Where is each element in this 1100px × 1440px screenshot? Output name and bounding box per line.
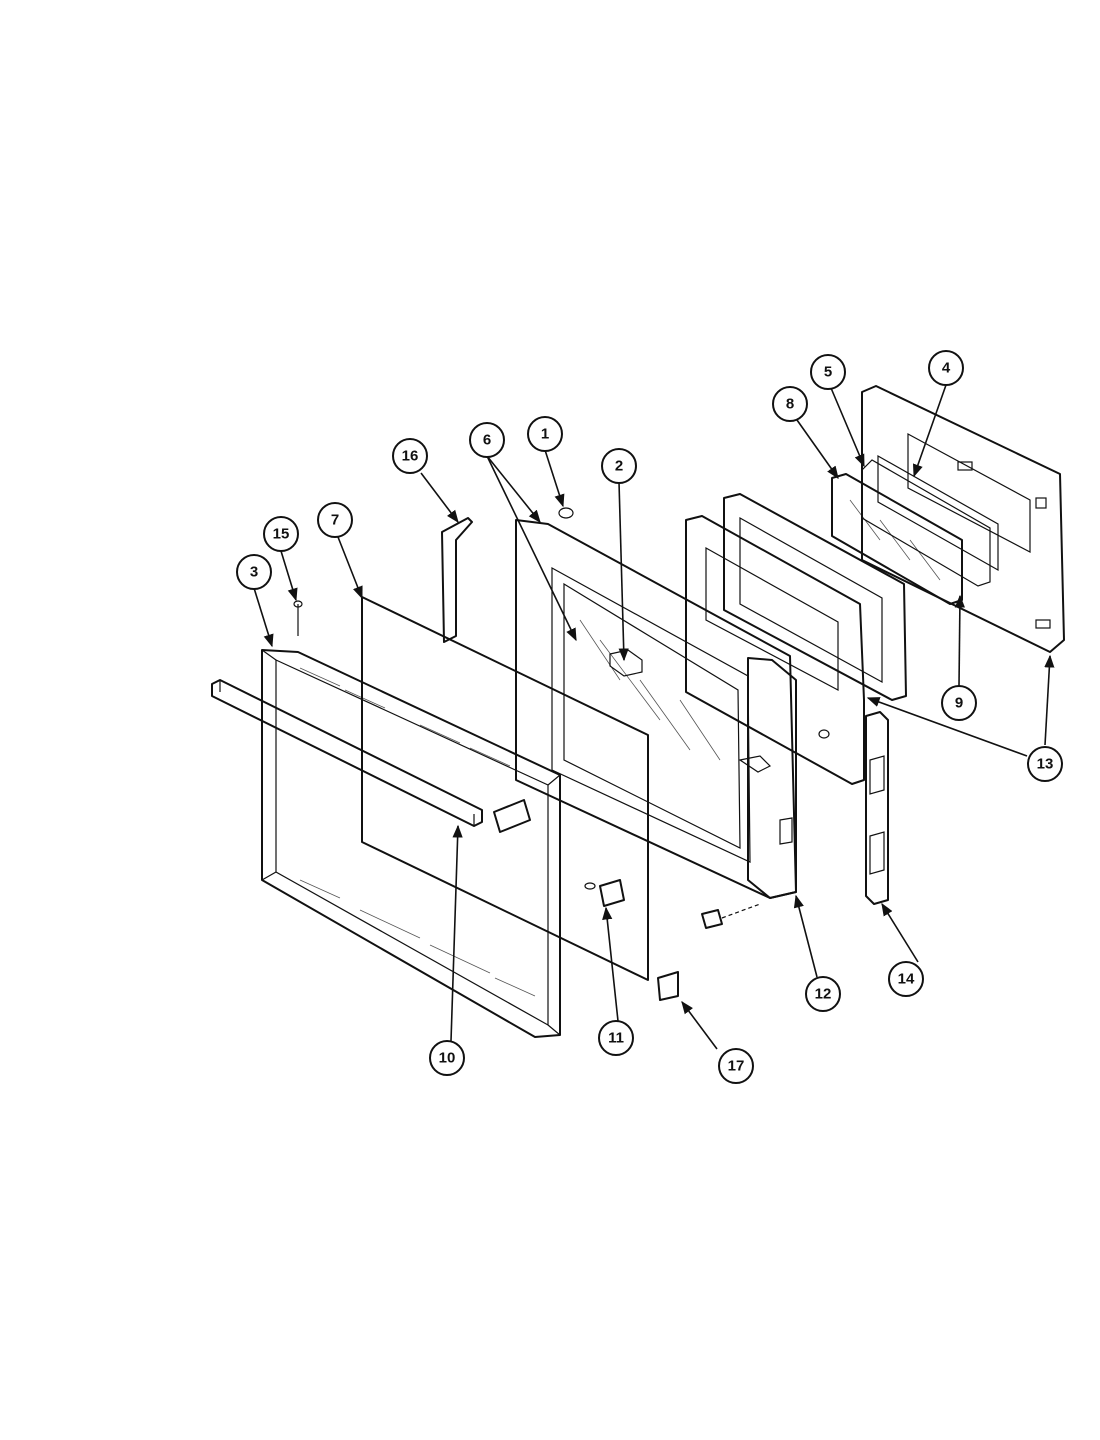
svg-text:8: 8 bbox=[786, 396, 794, 413]
callout-14: 14 bbox=[888, 961, 924, 997]
svg-text:17: 17 bbox=[728, 1058, 745, 1075]
door-handle-bar bbox=[211, 679, 483, 827]
top-screw bbox=[293, 600, 303, 636]
callout-9: 9 bbox=[941, 685, 977, 721]
callout-8: 8 bbox=[772, 386, 808, 422]
hinge-bracket bbox=[865, 711, 889, 905]
callout-5: 5 bbox=[810, 354, 846, 390]
svg-text:11: 11 bbox=[608, 1030, 624, 1047]
svg-text:14: 14 bbox=[898, 971, 915, 988]
callout-12: 12 bbox=[805, 976, 841, 1012]
svg-text:3: 3 bbox=[250, 564, 258, 581]
door-baffle bbox=[723, 493, 907, 701]
leader-lines bbox=[253, 384, 1055, 1050]
callout-11: 11 bbox=[598, 1020, 634, 1056]
svg-text:13: 13 bbox=[1037, 756, 1054, 773]
insulation-sheet bbox=[361, 596, 649, 981]
svg-text:1: 1 bbox=[541, 426, 549, 443]
screw bbox=[818, 729, 830, 739]
door-back-panel bbox=[861, 385, 1065, 653]
latch-plate bbox=[493, 799, 625, 907]
side-trim-strip bbox=[441, 517, 473, 643]
callout-15: 15 bbox=[263, 516, 299, 552]
svg-text:9: 9 bbox=[955, 695, 963, 712]
hinge-pin bbox=[701, 903, 761, 929]
svg-text:16: 16 bbox=[402, 448, 419, 465]
callout-13: 13 bbox=[1027, 746, 1063, 782]
door-liner-panel bbox=[685, 515, 865, 785]
callout-10: 10 bbox=[429, 1040, 465, 1076]
inner-door-frame bbox=[515, 519, 797, 899]
svg-text:2: 2 bbox=[615, 458, 623, 475]
svg-text:4: 4 bbox=[942, 360, 951, 377]
callout-7: 7 bbox=[317, 502, 353, 538]
window-retainer bbox=[877, 454, 999, 572]
small-bracket bbox=[657, 971, 679, 1001]
svg-text:15: 15 bbox=[273, 526, 290, 543]
bumper bbox=[558, 507, 574, 519]
outer-door-panel bbox=[261, 649, 561, 1038]
glass-gasket bbox=[861, 459, 991, 587]
callout-4: 4 bbox=[928, 350, 964, 386]
callout-2: 2 bbox=[601, 448, 637, 484]
svg-text:5: 5 bbox=[824, 364, 832, 381]
callout-6: 6 bbox=[469, 422, 505, 458]
callout-17: 17 bbox=[718, 1048, 754, 1084]
callout-16: 16 bbox=[392, 438, 428, 474]
svg-text:12: 12 bbox=[815, 986, 832, 1003]
callout-3: 3 bbox=[236, 554, 272, 590]
svg-text:7: 7 bbox=[331, 512, 339, 529]
svg-text:10: 10 bbox=[439, 1050, 456, 1067]
svg-text:6: 6 bbox=[483, 432, 491, 449]
callout-1: 1 bbox=[527, 416, 563, 452]
